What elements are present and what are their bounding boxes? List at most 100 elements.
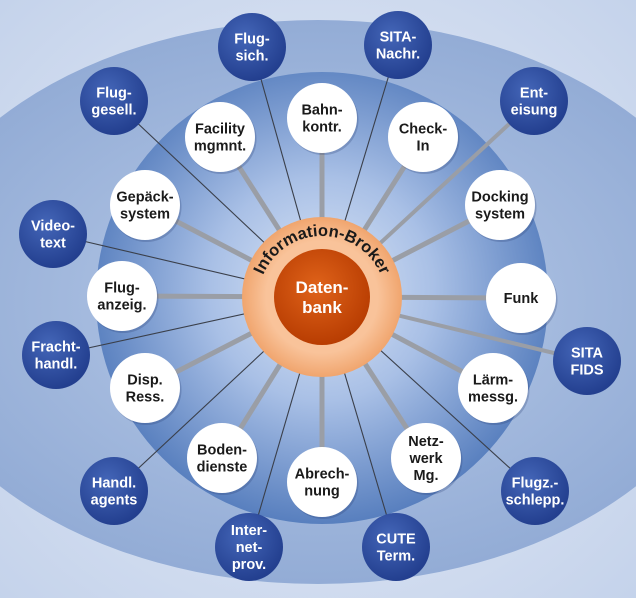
node-label-line: Nachr. bbox=[376, 47, 420, 63]
outer-node-flugsich[interactable]: Flug-sich. bbox=[218, 13, 286, 81]
inner-nodes: Bahn-kontr.Check-InDockingsystemFunkLärm… bbox=[87, 83, 558, 519]
inner-node-funk[interactable]: Funk bbox=[486, 263, 558, 335]
node-label-line: Flug- bbox=[234, 32, 270, 48]
outer-node-fluggesell[interactable]: Flug-gesell. bbox=[80, 67, 148, 135]
node-label-line: Handl. bbox=[92, 476, 136, 492]
node-circle bbox=[486, 263, 556, 333]
node-circle bbox=[388, 102, 458, 172]
node-circle bbox=[87, 261, 157, 331]
node-label-line: net- bbox=[236, 540, 263, 556]
node-label-line: Mg. bbox=[414, 468, 439, 484]
node-circle bbox=[187, 423, 257, 493]
node-label-line: kontr. bbox=[302, 120, 341, 136]
outer-node-flugzschlepp[interactable]: Flugz.-schlepp. bbox=[501, 457, 569, 525]
node-label-line: Boden- bbox=[197, 443, 247, 459]
core-label-line-2: bank bbox=[302, 298, 342, 317]
node-label-line: In bbox=[417, 139, 430, 155]
node-label-line: nung bbox=[304, 484, 339, 500]
node-circle bbox=[362, 513, 430, 581]
outer-node-frachthandl[interactable]: Fracht-handl. bbox=[22, 321, 90, 389]
node-circle bbox=[553, 327, 621, 395]
node-label-line: mgmnt. bbox=[194, 139, 246, 155]
node-label-line: agents bbox=[91, 493, 138, 509]
inner-node-dispress[interactable]: Disp.Ress. bbox=[110, 353, 182, 425]
node-label-line: dienste bbox=[197, 460, 248, 476]
node-label-line: system bbox=[475, 207, 525, 223]
outer-node-videotext[interactable]: Video-text bbox=[19, 200, 87, 268]
node-label-line: handl. bbox=[35, 357, 78, 373]
database-core bbox=[274, 249, 370, 345]
node-label-line: system bbox=[120, 207, 170, 223]
node-circle bbox=[110, 353, 180, 423]
node-label-line: Flug- bbox=[104, 281, 140, 297]
node-label-line: Lärm- bbox=[473, 373, 513, 389]
node-label-line: Check- bbox=[399, 122, 448, 138]
node-label-line: Abrech- bbox=[295, 467, 350, 483]
node-label-line: SITA bbox=[571, 346, 603, 362]
node-label-line: FIDS bbox=[570, 363, 603, 379]
node-label-line: Facility bbox=[195, 122, 245, 138]
node-label-line: gesell. bbox=[91, 103, 136, 119]
node-label-line: CUTE bbox=[376, 532, 416, 548]
node-circle bbox=[391, 423, 461, 493]
node-label-line: Video- bbox=[31, 219, 75, 235]
node-circle bbox=[364, 11, 432, 79]
node-label-line: Bahn- bbox=[301, 103, 342, 119]
node-label-line: Gepäck- bbox=[116, 190, 173, 206]
node-circle bbox=[22, 321, 90, 389]
node-circle bbox=[80, 457, 148, 525]
node-label-line: werk bbox=[408, 451, 443, 467]
inner-node-fluganzeig[interactable]: Flug-anzeig. bbox=[87, 261, 159, 333]
node-label-line: Term. bbox=[377, 549, 415, 565]
node-label-line: messg. bbox=[468, 390, 518, 406]
node-circle bbox=[218, 13, 286, 81]
inner-node-gepaeck[interactable]: Gepäck-system bbox=[110, 170, 182, 242]
node-label-line: text bbox=[40, 236, 66, 252]
node-circle bbox=[185, 102, 255, 172]
node-label-line: Inter- bbox=[231, 523, 267, 539]
inner-node-bodendienste[interactable]: Boden-dienste bbox=[187, 423, 259, 495]
node-circle bbox=[19, 200, 87, 268]
node-label-line: Flug- bbox=[96, 86, 132, 102]
core-label-line-1: Daten- bbox=[296, 278, 349, 297]
outer-node-internetprov[interactable]: Inter-net-prov. bbox=[215, 513, 283, 581]
outer-node-sitanachr[interactable]: SITA-Nachr. bbox=[364, 11, 432, 79]
node-circle bbox=[287, 447, 357, 517]
node-circle bbox=[500, 67, 568, 135]
node-label-line: eisung bbox=[511, 103, 558, 119]
node-label-line: Fracht- bbox=[31, 340, 80, 356]
node-label-line: schlepp. bbox=[506, 493, 565, 509]
node-label-line: Flugz.- bbox=[512, 476, 559, 492]
inner-node-checkin[interactable]: Check-In bbox=[388, 102, 460, 174]
node-label-line: SITA- bbox=[380, 30, 417, 46]
node-circle bbox=[215, 513, 283, 581]
node-label-line: Netz- bbox=[408, 434, 444, 450]
outer-nodes: Flug-sich.SITA-Nachr.Ent-eisungSITAFIDSF… bbox=[19, 11, 621, 581]
inner-node-laermmessg[interactable]: Lärm-messg. bbox=[458, 353, 530, 425]
node-circle bbox=[110, 170, 180, 240]
node-label-line: sich. bbox=[235, 49, 268, 65]
inner-node-abrechnung[interactable]: Abrech-nung bbox=[287, 447, 359, 519]
node-circle bbox=[80, 67, 148, 135]
node-circle bbox=[501, 457, 569, 525]
node-label-line: Docking bbox=[471, 190, 528, 206]
node-circle bbox=[287, 83, 357, 153]
node-label-line: Ent- bbox=[520, 86, 548, 102]
node-label-line: anzeig. bbox=[97, 298, 146, 314]
node-label-line: Ress. bbox=[126, 390, 165, 406]
outer-node-enteisung[interactable]: Ent-eisung bbox=[500, 67, 568, 135]
inner-node-bahnkontr[interactable]: Bahn-kontr. bbox=[287, 83, 359, 155]
node-circle bbox=[465, 170, 535, 240]
node-label-line: Funk bbox=[504, 291, 540, 307]
outer-node-handlagents[interactable]: Handl.agents bbox=[80, 457, 148, 525]
node-circle bbox=[458, 353, 528, 423]
node-label-line: prov. bbox=[232, 557, 266, 573]
node-label-line: Disp. bbox=[127, 373, 162, 389]
